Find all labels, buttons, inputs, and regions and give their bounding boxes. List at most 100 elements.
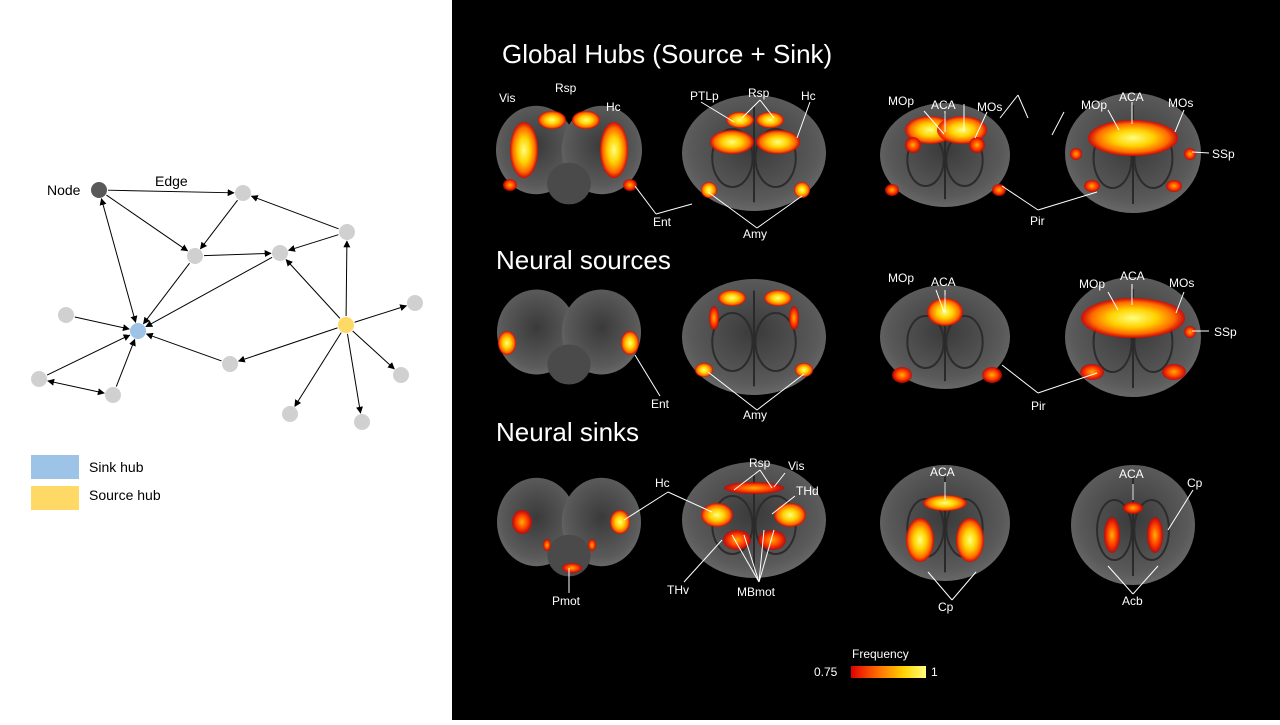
heat-blob: [1162, 364, 1186, 380]
heat-blob: [1104, 517, 1120, 553]
heat-blob: [710, 130, 754, 154]
region-label: PTLp: [690, 89, 719, 103]
region-label: Ent: [651, 397, 670, 411]
heat-blob: [794, 182, 810, 198]
heat-blob: [726, 112, 754, 128]
sink-hub-node: [130, 323, 146, 339]
source-hub-node: [338, 317, 354, 333]
network-edge: [99, 197, 138, 324]
network-node: [339, 224, 355, 240]
region-label: ACA: [1119, 467, 1144, 481]
region-label: Cp: [938, 600, 954, 614]
region-label: ACA: [1119, 90, 1144, 104]
network-edge: [115, 338, 136, 387]
heat-blob: [543, 539, 551, 551]
heat-blob: [600, 122, 628, 178]
brain-slice: [682, 279, 826, 395]
heat-blob: [885, 184, 899, 196]
region-label: ACA: [931, 275, 956, 289]
heat-blob: [621, 331, 639, 355]
heat-blob: [756, 112, 784, 128]
colorbar: Frequency 0.75 1: [814, 647, 938, 679]
region-label: THd: [796, 484, 819, 498]
example-node: [91, 182, 107, 198]
region-label: MOp: [1079, 277, 1105, 291]
heat-blob: [969, 137, 985, 153]
brain-structure-outline: [711, 128, 754, 188]
heat-blob: [709, 306, 719, 330]
region-label: Pmot: [552, 594, 581, 608]
region-label: Vis: [499, 91, 515, 105]
region-label: Amy: [743, 408, 767, 422]
heat-blob: [1184, 326, 1196, 338]
network-node: [354, 414, 370, 430]
legend-label-source: Source hub: [89, 487, 161, 503]
region-label: Hc: [655, 476, 670, 490]
network-node: [235, 185, 251, 201]
legend-swatch-sink: [31, 455, 79, 479]
heat-blob: [1088, 120, 1178, 156]
brain-slice: [682, 462, 826, 578]
network-edge: [285, 259, 341, 319]
region-label: ACA: [931, 98, 956, 112]
edge-label: Edge: [155, 173, 188, 189]
network-edge: [352, 330, 395, 370]
brain-structure-outline: [1133, 499, 1170, 561]
heat-blob: [498, 331, 516, 355]
heat-blob: [892, 367, 912, 383]
network-nodes: [31, 182, 423, 430]
network-edge: [203, 250, 272, 258]
network-node: [187, 248, 203, 264]
region-label: Cp: [1187, 476, 1203, 490]
region-label: Ent: [653, 215, 672, 229]
network-panel: Node Edge Sink hub Source hub: [0, 0, 452, 720]
region-label: SSp: [1212, 147, 1235, 161]
network-diagram: Node Edge Sink hub Source hub: [31, 173, 423, 510]
network-edge: [47, 378, 105, 396]
row3-labels: Hc Rsp Vis THd Pmot THv MBmot ACA Cp ACA…: [552, 456, 1203, 614]
brain-slice: [497, 289, 641, 385]
network-edge: [107, 189, 235, 197]
brain-structure-outline: [754, 312, 797, 372]
network-node: [282, 406, 298, 422]
network-edge: [250, 195, 339, 230]
network-node: [222, 356, 238, 372]
brain-maps-panel: Global Hubs (Source + Sink) Neural sourc…: [452, 0, 1280, 720]
colorbar-gradient: [851, 666, 926, 678]
region-label: Hc: [606, 100, 621, 114]
heat-blob: [937, 116, 987, 144]
heat-blob: [992, 184, 1006, 196]
heat-blob: [956, 518, 984, 562]
heat-blob: [610, 510, 630, 534]
brain-slice: [682, 95, 826, 211]
brain-structure-outline: [906, 315, 945, 369]
heat-blob: [764, 290, 792, 306]
heat-blob: [572, 111, 600, 129]
network-edge: [346, 333, 363, 414]
brainstem: [547, 344, 591, 385]
network-edge: [200, 199, 238, 250]
colorbar-min-label: 0.75: [814, 665, 838, 679]
region-label: MOs: [1169, 276, 1194, 290]
region-label: MOs: [977, 100, 1002, 114]
network-edge: [106, 194, 189, 252]
region-label: Acb: [1122, 594, 1143, 608]
node-label: Node: [47, 182, 81, 198]
heat-blob: [1080, 364, 1104, 380]
brain-slice: [880, 285, 1010, 389]
network-node: [407, 295, 423, 311]
region-label: MOp: [888, 94, 914, 108]
network-node: [105, 387, 121, 403]
network-edge: [294, 332, 342, 407]
colorbar-max-label: 1: [931, 665, 938, 679]
network-edge: [46, 334, 131, 376]
heat-blob: [1166, 180, 1182, 192]
network-node: [272, 245, 288, 261]
region-label: Rsp: [748, 86, 770, 100]
network-edge: [287, 234, 339, 252]
region-label: Hc: [801, 89, 816, 103]
region-label: Rsp: [749, 456, 771, 470]
region-label: Rsp: [555, 81, 577, 95]
brain-structure-outline: [945, 315, 984, 369]
region-label: ACA: [1120, 269, 1145, 283]
